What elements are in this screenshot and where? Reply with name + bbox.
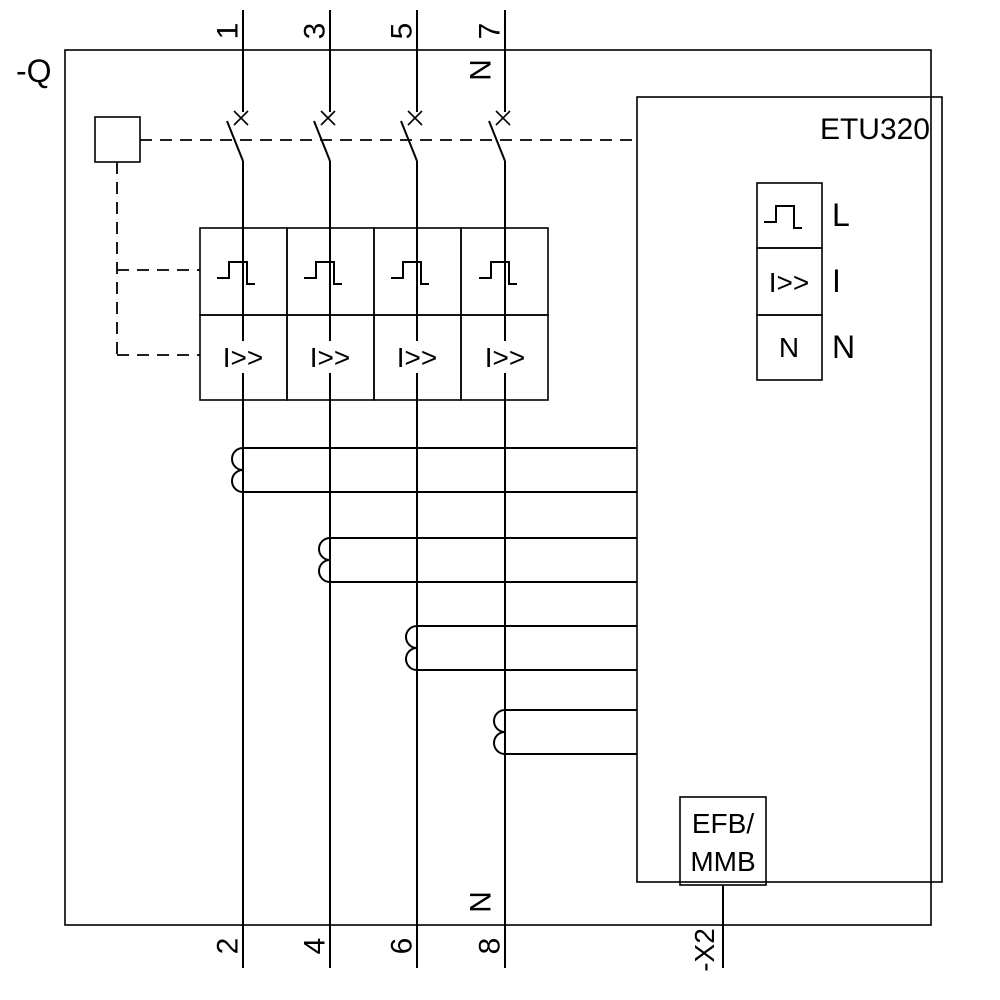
overcurrent-label-3: I>> [397,342,437,373]
etu-row-label-i: I [832,263,841,299]
pole-2 [313,10,336,968]
switch-blade [488,120,506,162]
connector-label: -X2 [689,928,720,972]
efb-label-line1: EFB/ [692,808,754,839]
pole-4-neutral [488,10,511,968]
device-outline [64,49,932,926]
contact-cross-icon [233,110,249,126]
terminal-label-top-1: 1 [212,23,245,40]
etu-row-label-n: N [832,329,855,365]
terminal-label-bottom-4: 4 [299,938,332,955]
current-transformer-1 [231,447,637,493]
current-transformer-4 [493,709,637,755]
etu-name: ETU320 [820,113,930,146]
ct-winding-icon [318,537,331,583]
pole-1 [226,10,249,968]
overcurrent-label-2: I>> [310,342,350,373]
current-transformer-2 [318,537,637,583]
terminal-label-bottom-2: 2 [212,938,245,955]
ct-winding-icon [405,625,418,671]
mechanical-linkage [94,116,637,356]
neutral-label-top: N [465,59,498,81]
terminal-label-top-5: 5 [386,23,419,40]
switch-blade [226,120,244,162]
etu-neutral-symbol: N [779,332,799,363]
ct-winding-icon [493,709,506,755]
neutral-label-bottom: N [465,891,498,913]
efb-label-line2: MMB [690,846,755,877]
label-backing [474,341,536,373]
current-transformer-3 [405,625,637,671]
device-label: -Q [16,53,52,89]
switch-blade [313,120,331,162]
contact-cross-icon [407,110,423,126]
label-backing [212,341,274,373]
overcurrent-cell-4 [460,314,549,401]
latch-symbol-icon [479,261,517,285]
etu-outline [636,96,943,883]
pole-3 [400,10,423,968]
terminal-label-top-7: 7 [474,23,507,40]
terminal-label-bottom-6: 6 [386,938,419,955]
etu-row-label-l: L [832,197,850,233]
terminal-label-bottom-8: 8 [474,938,507,955]
contact-cross-icon [320,110,336,126]
etu-cell-latch [756,182,823,249]
latch-symbol-icon [391,261,429,285]
contact-cross-icon [495,110,511,126]
etu-cell-neutral [756,314,823,381]
actuator-box [94,116,141,163]
etu-box: ETU320 L I>> I N N [636,96,943,883]
label-backing [299,341,361,373]
ct-winding-icon [231,447,244,493]
efb-connector: EFB/ MMB -X2 [679,796,767,972]
overcurrent-label-1: I>> [223,342,263,373]
trip-unit-grid: I>> I>> I>> I>> [199,227,549,401]
latch-symbol-icon [304,261,342,285]
etu-overcurrent-symbol: I>> [769,267,809,298]
overcurrent-label-4: I>> [485,342,525,373]
switch-blade [400,120,418,162]
latch-symbol-icon [764,205,802,229]
label-backing [386,341,448,373]
terminal-label-top-3: 3 [299,23,332,40]
latch-symbol-icon [217,261,255,285]
